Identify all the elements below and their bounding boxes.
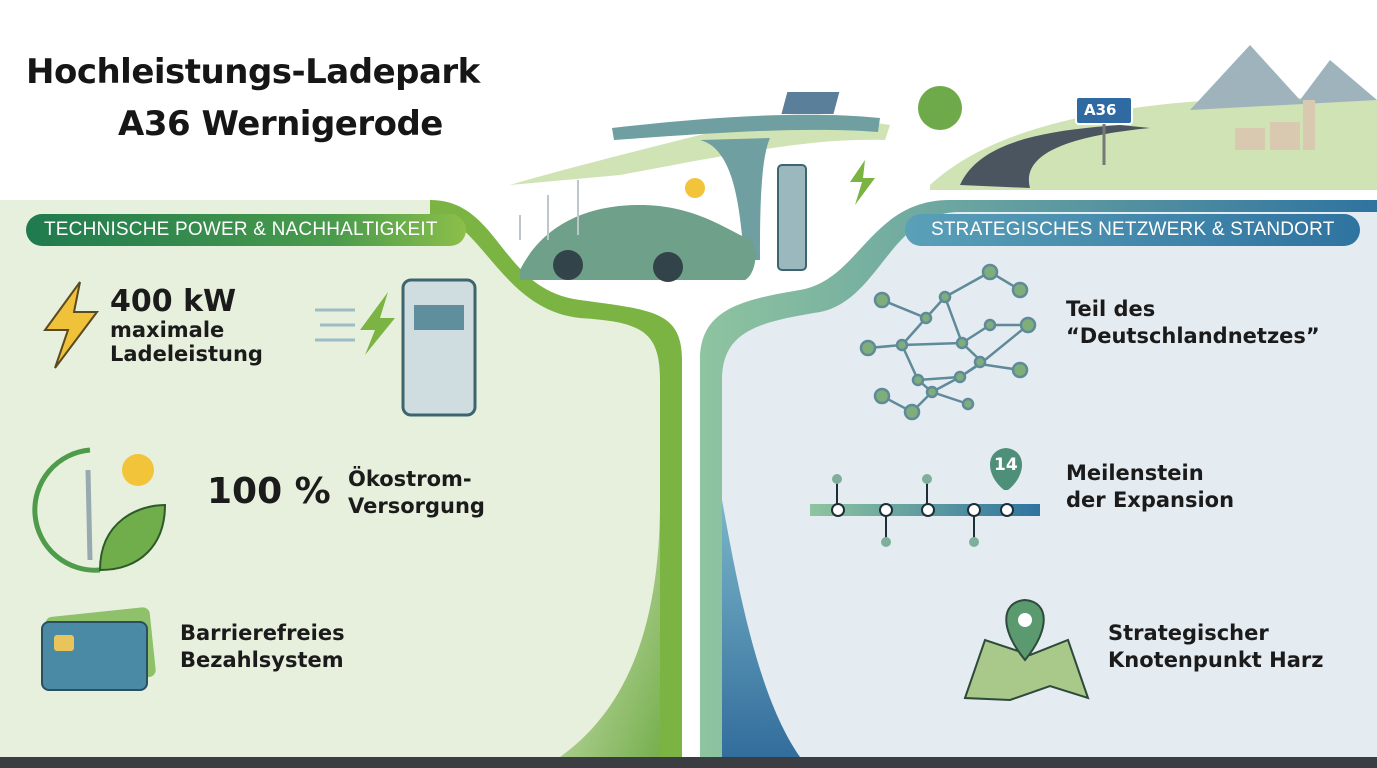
- feature-charging-power: 400 kW maximale Ladeleistung: [110, 284, 263, 367]
- solar-panel-icon: [781, 92, 840, 114]
- feature-line1: Barrierefreies: [180, 621, 345, 645]
- feature-line2: Knotenpunkt Harz: [1108, 648, 1324, 672]
- feature-headline: 400 kW: [110, 284, 237, 319]
- feature-line2: Bezahlsystem: [180, 648, 344, 672]
- leaf-icon: [98, 503, 167, 572]
- road-sign-icon: [1075, 96, 1133, 165]
- feature-headline: 100 %: [207, 471, 331, 512]
- page-title-line2: A36 Wernigerode: [118, 104, 443, 144]
- feature-line1: Ökostrom-: [348, 467, 472, 491]
- milestone-marker: 14: [994, 455, 1018, 475]
- charging-station-icon: [777, 164, 807, 271]
- feature-line2: Versorgung: [348, 494, 485, 518]
- lightning-icon: [850, 160, 875, 205]
- network-icon: [859, 263, 1037, 421]
- feature-milestone: Meilenstein der Expansion: [1066, 460, 1234, 514]
- road-sign-label: A36: [1084, 101, 1117, 119]
- feature-payment: Barrierefreies Bezahlsystem: [180, 620, 345, 674]
- timeline-icon: [810, 448, 1040, 547]
- left-section-banner: TECHNISCHE POWER & NACHHALTIGKEIT: [26, 214, 466, 246]
- feature-line2: “Deutschlandnetzes”: [1066, 324, 1320, 348]
- lightning-icon: [43, 281, 99, 369]
- feature-line1: maximale: [110, 318, 225, 342]
- feature-green-power: Ökostrom- Versorgung: [348, 466, 485, 520]
- wind-turbine-icon: [85, 469, 93, 561]
- feature-line1: Meilenstein: [1066, 461, 1204, 485]
- map-pin-icon: [963, 598, 1090, 702]
- sun-icon: [122, 454, 154, 486]
- right-section-banner: STRATEGISCHES NETZWERK & STANDORT: [905, 214, 1360, 246]
- cycle-arrow-icon: [32, 447, 101, 573]
- bottom-bar: [0, 757, 1377, 768]
- canopy-icon: [612, 114, 880, 140]
- feature-line1: Strategischer: [1108, 621, 1269, 645]
- feature-line2: Ladeleistung: [110, 342, 263, 366]
- charging-station-icon: [401, 278, 477, 417]
- feature-hub: Strategischer Knotenpunkt Harz: [1108, 620, 1323, 674]
- eco-sign-icon: [918, 86, 962, 130]
- payment-card-icon: [41, 621, 148, 691]
- page-title-line1: Hochleistungs-Ladepark: [26, 52, 480, 92]
- feature-line1: Teil des: [1066, 297, 1156, 321]
- feature-line2: der Expansion: [1066, 488, 1235, 512]
- feature-network: Teil des “Deutschlandnetzes”: [1066, 296, 1320, 350]
- sun-icon: [685, 178, 705, 198]
